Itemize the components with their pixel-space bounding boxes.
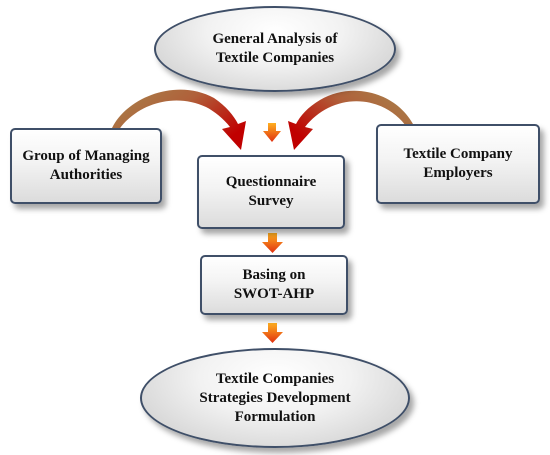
node-strategies-formulation: Textile Companies Strategies Development…: [140, 348, 410, 448]
node-managing-authorities: Group of Managing Authorities: [10, 128, 162, 204]
arrow-swot-to-strategies: [262, 323, 283, 343]
node-general-analysis-label: General Analysis of Textile Companies: [212, 31, 338, 66]
node-strategies-formulation-label: Textile Companies Strategies Development…: [199, 370, 351, 425]
arrow-questionnaire-to-swot: [262, 233, 283, 253]
curved-arrow-left: [112, 89, 246, 150]
node-swot-ahp: Basing on SWOT-AHP: [200, 255, 348, 315]
node-swot-ahp-label: Basing on SWOT-AHP: [233, 267, 315, 302]
arrow-general-to-questionnaire: [263, 123, 281, 142]
curved-arrow-right: [288, 90, 414, 150]
node-company-employers-label: Textile Company Employers: [403, 146, 513, 181]
node-general-analysis: General Analysis of Textile Companies: [154, 6, 396, 92]
node-questionnaire-survey: Questionnaire Survey: [197, 155, 345, 229]
node-company-employers: Textile Company Employers: [376, 124, 540, 204]
node-questionnaire-survey-label: Questionnaire Survey: [225, 174, 317, 209]
node-managing-authorities-label: Group of Managing Authorities: [22, 148, 150, 183]
